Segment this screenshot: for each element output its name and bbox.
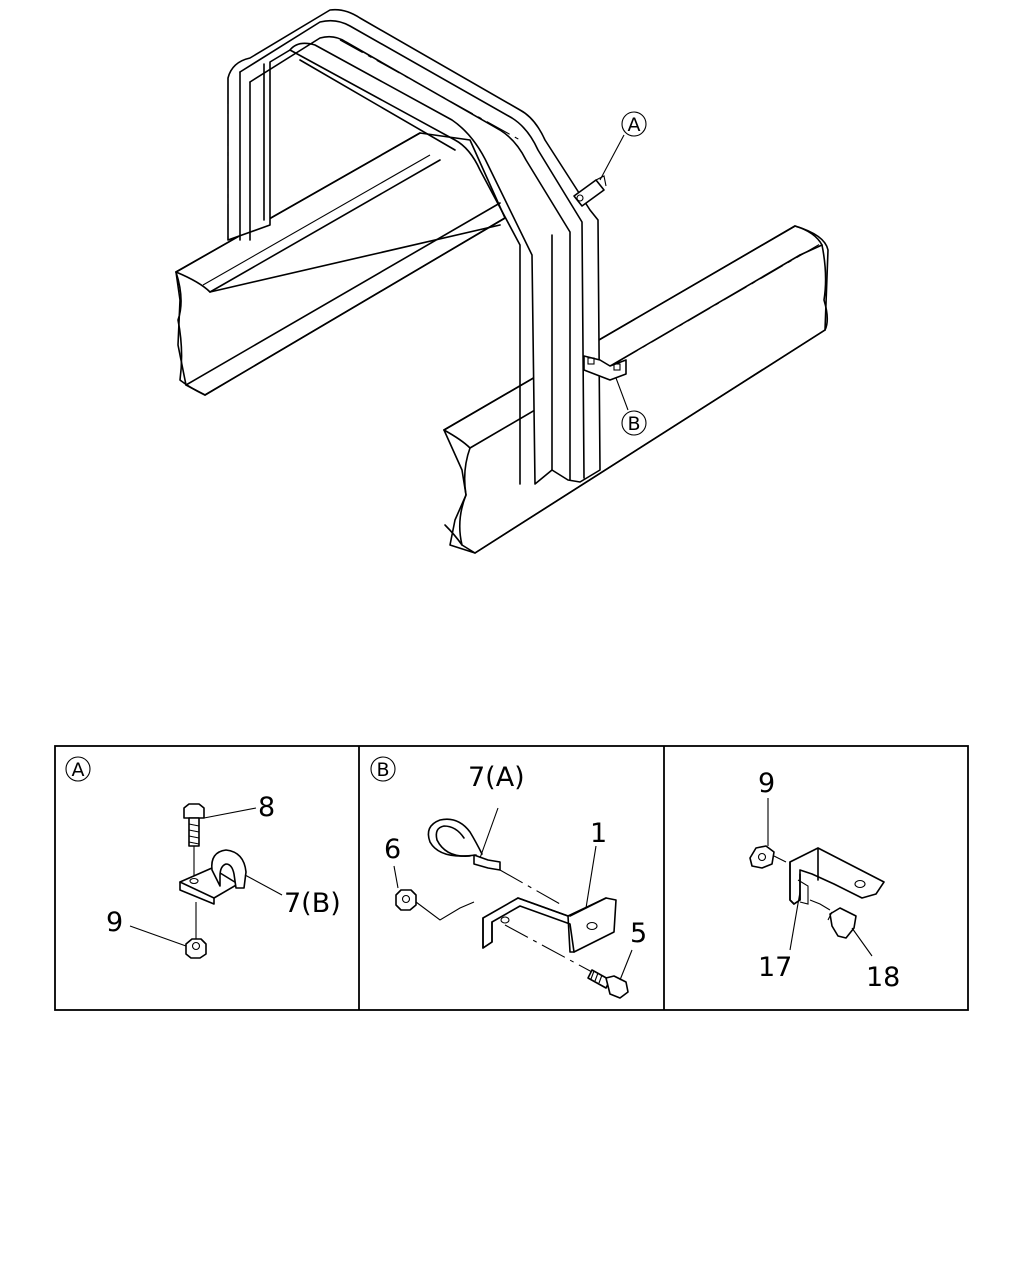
label-1: 1 xyxy=(590,818,607,849)
label-18: 18 xyxy=(866,962,900,993)
callout-a: A xyxy=(621,111,647,137)
band-7a xyxy=(427,807,561,905)
panel-b-header: B xyxy=(376,759,389,781)
right-frame-rail xyxy=(443,225,829,554)
nut-9-panel-a xyxy=(129,902,207,959)
label-7a: 7(A) xyxy=(468,762,525,793)
detail-panels: A 8 xyxy=(54,745,969,1011)
frame-assembly-view: A B xyxy=(175,8,829,554)
label-17: 17 xyxy=(758,952,792,983)
panel-b: B xyxy=(370,756,647,999)
panel-c: 9 17 18 xyxy=(749,768,900,993)
mounting-band xyxy=(227,8,601,485)
left-frame-rail xyxy=(175,132,506,396)
label-7b: 7(B) xyxy=(284,888,341,919)
detail-panels-border xyxy=(54,745,969,1011)
nut-6 xyxy=(393,865,475,921)
label-9-panel-c: 9 xyxy=(758,768,775,799)
label-8: 8 xyxy=(258,792,275,823)
callout-b-letter: B xyxy=(627,413,640,435)
bolt-5 xyxy=(504,924,633,999)
clip-a-location xyxy=(573,134,625,207)
bracket-17 xyxy=(789,847,885,951)
bolt-8 xyxy=(183,803,257,876)
panel-a: A 8 xyxy=(65,756,341,959)
bolt-18 xyxy=(809,899,873,957)
bracket-1 xyxy=(482,845,617,953)
label-5: 5 xyxy=(630,918,647,949)
label-6: 6 xyxy=(384,834,401,865)
bracket-b-location xyxy=(583,355,629,411)
washer-9 xyxy=(749,798,787,869)
clip-7b xyxy=(179,849,283,905)
label-9-panel-a: 9 xyxy=(106,907,123,938)
panel-a-header: A xyxy=(72,759,85,781)
callout-b: B xyxy=(621,410,647,436)
callout-a-letter: A xyxy=(628,114,641,136)
